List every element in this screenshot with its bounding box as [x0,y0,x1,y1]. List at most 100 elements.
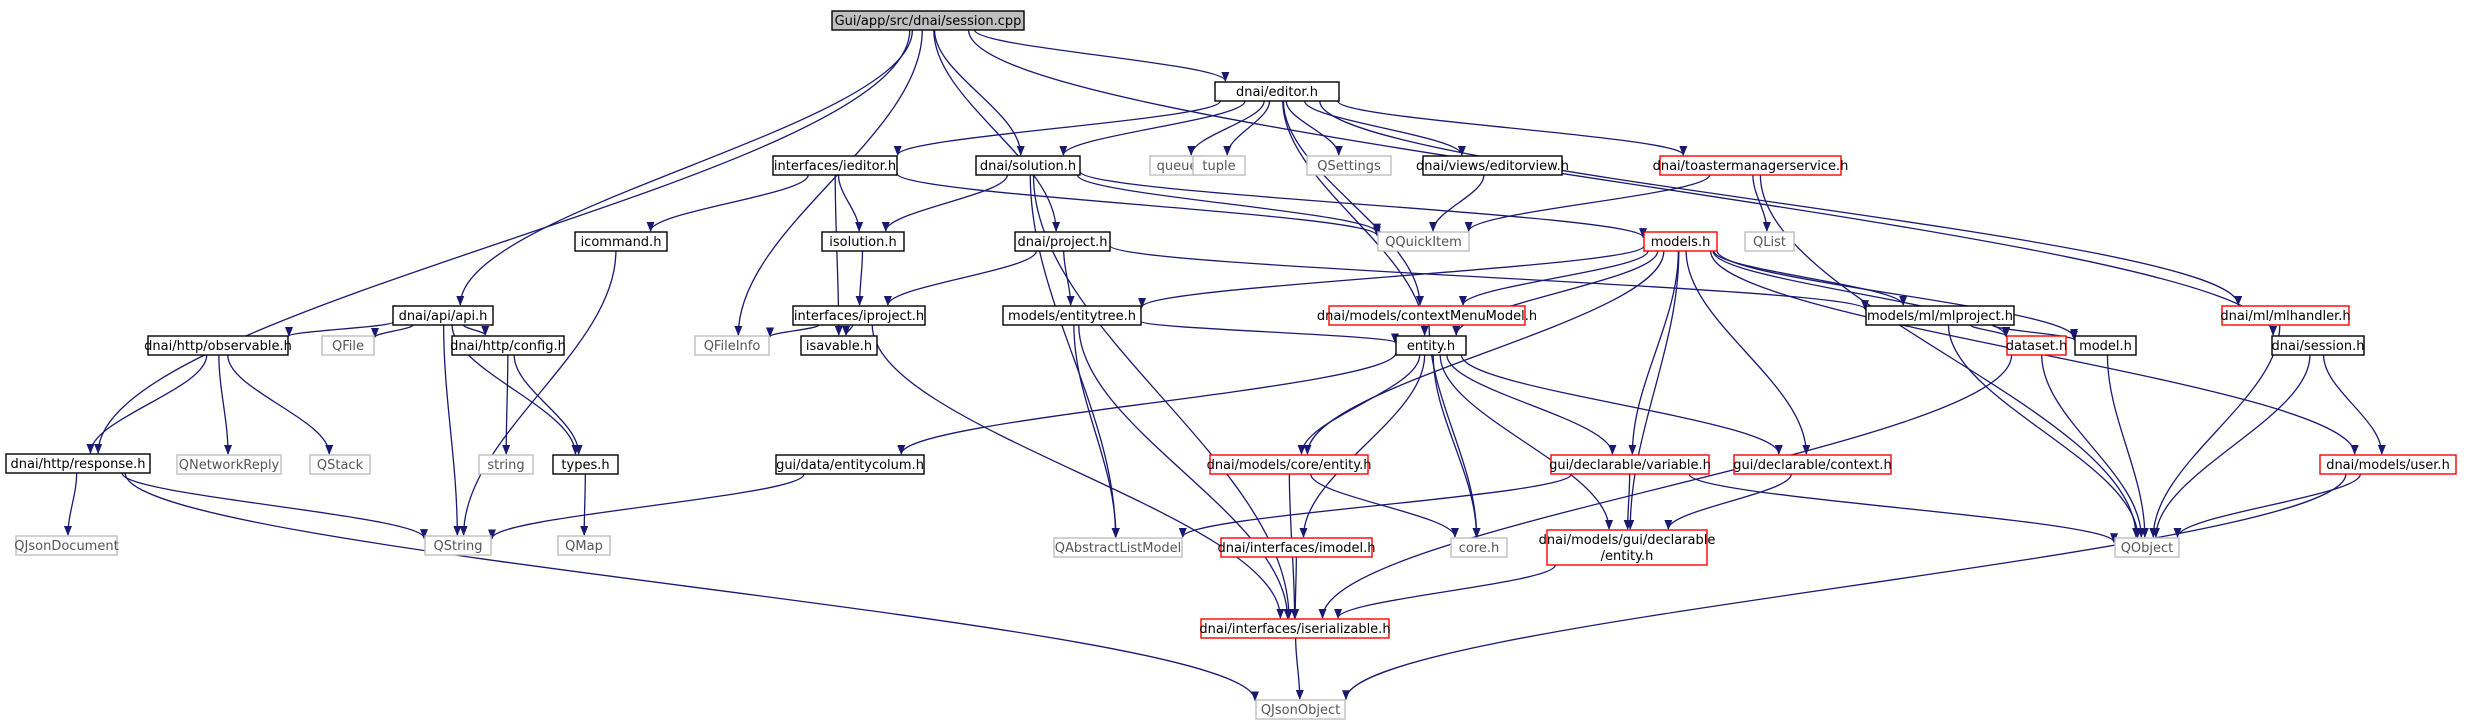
node-qmap: QMap [557,535,611,556]
node-gvariable[interactable]: gui/declarable/variable.h [1549,454,1711,475]
node-box [392,305,494,326]
node-project[interactable]: dnai/project.h [1014,231,1111,252]
edge-userh-to-qjsonobject [1342,473,2347,701]
edge-solution-to-isolution [881,174,1009,232]
edge-models-to-gcontext [1685,250,1811,455]
edge-observable-to-response [86,354,208,454]
edge-sessionh-to-qobject [2151,354,2311,538]
node-box [451,335,565,356]
node-label: Gui/app/src/dnai/session.cpp [835,14,1022,29]
edge-root-to-api [456,29,914,306]
node-box [15,535,118,556]
node-label: dnai/session.h [2272,339,2365,354]
node-label: entity.h [1407,339,1455,354]
node-label: QFile [332,339,364,354]
node-iserializable[interactable]: dnai/interfaces/iserializable.h [1199,618,1391,639]
node-box [2221,305,2350,326]
node-label: QString [433,539,482,554]
node-observable[interactable]: dnai/http/observable.h [144,335,292,356]
node-label: QNetworkReply [179,458,280,473]
node-editorview[interactable]: dnai/views/editorview.h [1416,155,1569,176]
node-label: QAbstractListModel [1055,541,1182,556]
node-ctxmenu[interactable]: dnai/models/contextMenuModel.h [1317,305,1537,326]
node-root[interactable]: Gui/app/src/dnai/session.cpp [831,10,1025,31]
node-modelh[interactable]: model.h [2074,335,2137,356]
node-box [1733,454,1892,475]
node-entitycolum[interactable]: gui/data/entitycolum.h [775,454,925,475]
node-box [1002,305,1142,326]
node-label-line2: /entity.h [1601,549,1654,564]
node-config[interactable]: dnai/http/config.h [450,335,566,356]
edge-solution-to-models [1079,170,1647,239]
node-box [1220,537,1373,558]
node-label: dnai/http/config.h [450,339,566,354]
edge-project-to-entitytree [1063,250,1075,306]
node-icommand[interactable]: icommand.h [574,231,668,252]
node-models[interactable]: models.h [1643,231,1718,252]
edge-toaster-to-qquickitem [1464,174,1711,232]
edge-isolution-to-iproject [855,250,864,306]
node-box [775,454,925,475]
node-label: gui/declarable/context.h [1733,458,1891,473]
node-box [694,335,770,356]
node-qstack: QStack [309,454,371,475]
node-types[interactable]: types.h [552,454,619,475]
node-isolution[interactable]: isolution.h [821,231,905,252]
node-sessionh[interactable]: dnai/session.h [2271,335,2365,356]
edge-editor-to-solution [1059,100,1246,156]
edge-iproject-to-iserializable [871,324,1285,619]
node-qstring: QString [424,535,492,556]
edge-response-to-qstring [121,472,428,540]
edge-editor-to-mlhandler [1319,100,2243,306]
edge-api-to-observable [285,321,394,338]
edge-entitycolum-to-qstring [488,473,805,540]
edge-response-to-qjsondocument [63,472,78,536]
edge-models-to-modelh [1716,250,2078,339]
edge-entitytree-to-qabstractlistmodel [1073,324,1120,538]
edge-guientity-to-iserializable [1334,564,1556,619]
node-dataset[interactable]: dataset.h [2006,335,2068,356]
node-toaster[interactable]: dnai/toastermanagerservice.h [1653,155,1849,176]
edge-layer [63,29,2386,702]
edge-models-to-coreentity [1303,250,1665,455]
node-box [2006,335,2067,356]
node-qnetworkreply: QNetworkReply [176,454,282,475]
node-label: QJsonObject [1261,703,1340,718]
edge-mlproject-to-modelh [1991,324,2078,341]
node-qquickitem: QQuickItem [1377,231,1470,252]
node-box [552,454,619,475]
edge-config-to-types [513,354,583,455]
node-box [321,335,375,356]
edge-gvariable-to-guientity [1623,473,1632,530]
edge-dataset-to-iserializable [1318,354,2013,619]
node-ieditor[interactable]: interfaces/ieditor.h [772,155,898,176]
node-box [1643,231,1718,252]
node-label: dnai/api/api.h [399,309,488,324]
edge-models-to-ctxmenu [1459,250,1649,306]
node-label: string [487,458,524,473]
node-coreentity[interactable]: dnai/models/core/entity.h [1207,454,1372,475]
node-mlhandler[interactable]: dnai/ml/mlhandler.h [2220,305,2351,326]
node-isavable[interactable]: isavable.h [800,335,878,356]
node-label: QObject [2121,541,2174,556]
node-mlproject[interactable]: models/ml/mlproject.h [1865,305,2015,326]
node-response[interactable]: dnai/http/response.h [5,453,151,474]
node-label: queue [1157,159,1198,174]
edge-ieditor-to-qquickitem [896,172,1381,237]
node-gcontext[interactable]: gui/declarable/context.h [1733,454,1892,475]
node-label: gui/data/entitycolum.h [776,458,924,473]
node-userh[interactable]: dnai/models/user.h [2319,454,2457,475]
node-editor[interactable]: dnai/editor.h [1214,81,1340,102]
node-guientity[interactable]: dnai/models/gui/declarable/entity.h [1539,529,1716,566]
node-imodel[interactable]: dnai/interfaces/imodel.h [1217,537,1376,558]
node-iproject[interactable]: interfaces/iproject.h [792,305,926,326]
node-box [176,454,282,475]
node-solution[interactable]: dnai/solution.h [975,155,1081,176]
edge-ieditor-to-icommand [646,174,809,232]
edge-root-to-sessionh [967,29,2277,336]
node-entity[interactable]: entity.h [1395,335,1467,356]
node-api[interactable]: dnai/api/api.h [392,305,494,326]
node-entitytree[interactable]: models/entitytree.h [1002,305,1142,326]
node-box [1192,155,1246,176]
